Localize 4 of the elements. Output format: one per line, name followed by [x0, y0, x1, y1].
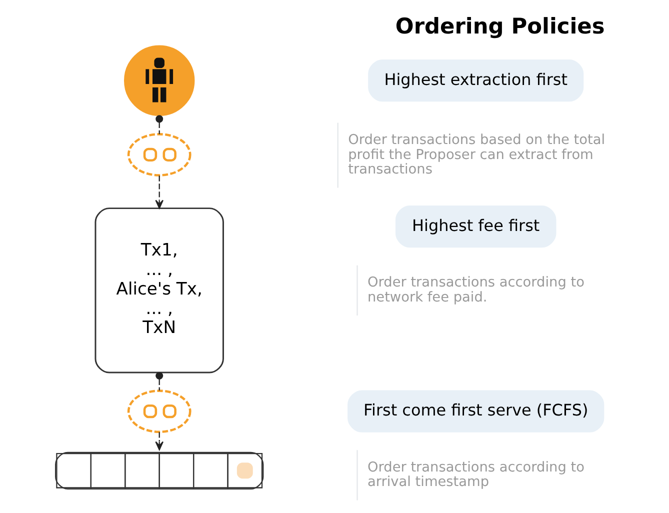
node-label: Order transactions according to network fee paid. — [367, 274, 584, 306]
node-label: Order transactions based on the total profit the Proposer can extract from transactions — [348, 132, 605, 178]
diagram-title: Ordering Policies — [394, 14, 604, 40]
node-label: Order transactions according to arrival timestamp — [367, 459, 584, 490]
